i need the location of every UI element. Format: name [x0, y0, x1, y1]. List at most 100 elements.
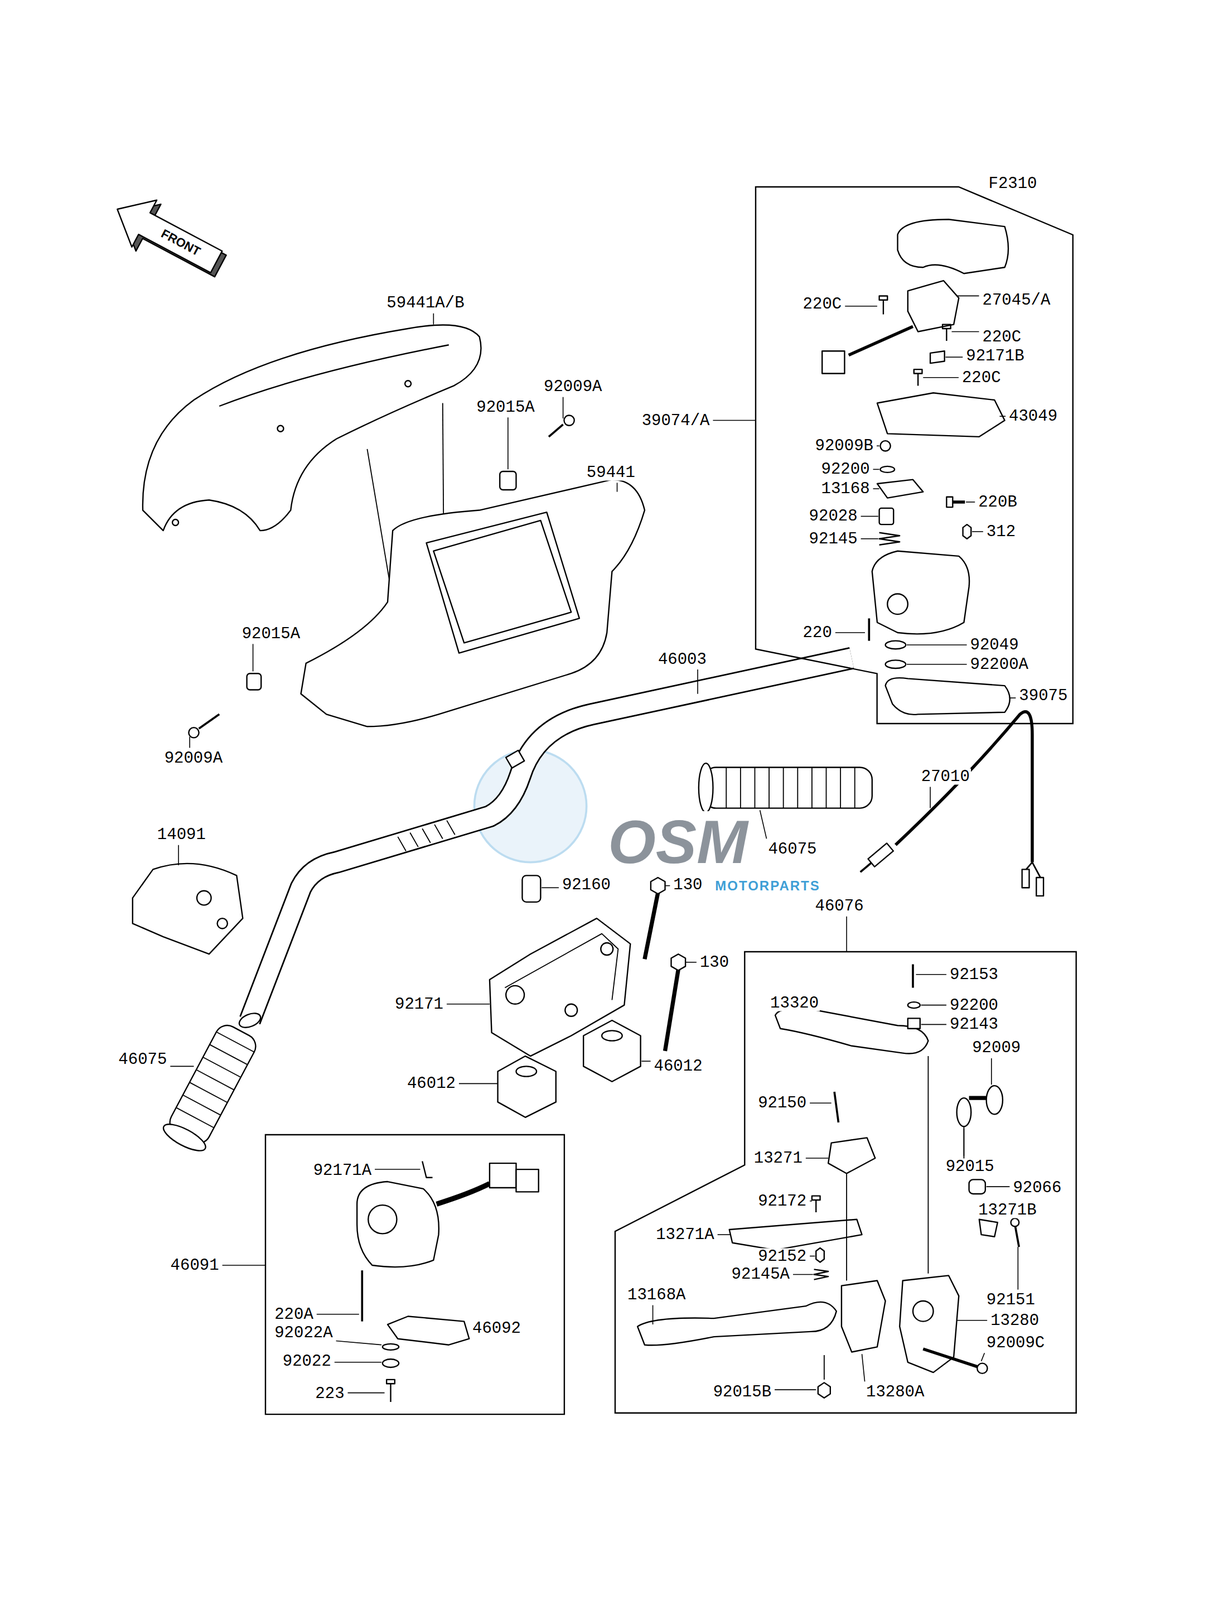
- watermark: OSM: [606, 810, 749, 873]
- leader-line: [921, 1004, 947, 1006]
- throttle-cable: [867, 842, 893, 867]
- callout-number: 130: [672, 876, 704, 893]
- lower-cover: [433, 520, 572, 643]
- lever-assembly: [1014, 1224, 1019, 1247]
- callout-number: 220A: [273, 1305, 315, 1322]
- handlebar: [505, 750, 525, 768]
- callout-number: 92172: [756, 1192, 808, 1209]
- callout-number: 92015A: [475, 398, 536, 415]
- leader-line: [906, 663, 968, 665]
- throttle-assembly: [867, 617, 870, 641]
- callout-number: 92153: [948, 965, 1000, 983]
- lever-assembly: [977, 1362, 988, 1374]
- group-leader: [712, 419, 756, 422]
- collar-and-screw: [188, 414, 574, 738]
- callout-number: 92171: [393, 995, 445, 1012]
- callout-number: 92145A: [730, 1265, 791, 1283]
- upper-cover: [172, 519, 179, 526]
- leader-line: [972, 530, 984, 533]
- clamp: [515, 1065, 537, 1076]
- frame-outline: [265, 1134, 565, 1414]
- collar-and-screw: [199, 713, 220, 729]
- switch-assembly: [387, 1315, 470, 1345]
- leader-line: [433, 313, 435, 325]
- leader-line: [922, 376, 959, 379]
- callout-number: 130: [698, 953, 731, 970]
- clamp: [489, 917, 631, 1056]
- leader-line: [809, 1101, 832, 1104]
- clamp: [505, 985, 525, 1004]
- leader-line: [1017, 1246, 1019, 1290]
- leader-line: [697, 669, 699, 694]
- grip: [698, 762, 714, 812]
- front-arrow: [108, 189, 233, 289]
- switch-assembly: [382, 1343, 399, 1350]
- leader-line: [347, 1391, 385, 1394]
- leader-line: [616, 482, 618, 492]
- throttle-assembly: [872, 550, 970, 635]
- throttle-assembly: [952, 500, 965, 504]
- collar-and-screw: [499, 471, 516, 490]
- leader-line: [562, 397, 564, 419]
- callout-number: 13271B: [977, 1201, 1038, 1218]
- leader-line: [252, 643, 254, 671]
- callout-number: 92015A: [240, 625, 302, 642]
- throttle-assembly: [930, 350, 945, 364]
- switch-assembly: [436, 1183, 490, 1205]
- clamp: [600, 942, 613, 955]
- frame-outline: [755, 186, 1073, 724]
- throttle-cable: [895, 711, 1033, 863]
- throttle-assembly: [897, 219, 1009, 274]
- bracket-14091: [196, 890, 212, 906]
- callout-number: 13280A: [864, 1383, 926, 1400]
- leader-line: [189, 736, 191, 748]
- callout-number: 46012: [405, 1075, 457, 1092]
- throttle-assembly: [879, 295, 888, 314]
- leader-line: [652, 1304, 654, 1325]
- frame-outline: [755, 186, 1073, 724]
- leader-line: [861, 538, 879, 540]
- lever-assembly: [637, 963, 1019, 1397]
- switch-assembly: [368, 1204, 397, 1234]
- grip: [703, 766, 873, 808]
- switch-assembly: [356, 1160, 539, 1402]
- lower-cover: [301, 479, 645, 727]
- callout-number: 13280: [989, 1311, 1041, 1328]
- throttle-assembly: [880, 440, 891, 451]
- handlebar: [397, 820, 455, 852]
- callout-number: 46092: [471, 1320, 522, 1337]
- collar-and-screw: [563, 414, 574, 425]
- leader-line: [844, 305, 878, 307]
- throttle-cable: [860, 862, 872, 872]
- callout-number: 46012: [653, 1057, 704, 1075]
- throttle-assembly: [877, 392, 1005, 437]
- lever-assembly: [841, 1279, 886, 1352]
- callout-number: 92009B: [814, 437, 875, 454]
- leader-line: [986, 1185, 1010, 1187]
- switch-assembly: [356, 1181, 439, 1267]
- callout-number: 312: [985, 523, 1017, 540]
- leader-line: [862, 1353, 865, 1381]
- lever-assembly: [922, 1348, 980, 1367]
- leader-line: [965, 501, 975, 503]
- throttle-assembly: [885, 659, 907, 669]
- callout-number: 39075: [1017, 687, 1069, 704]
- switch-assembly: [360, 1269, 364, 1321]
- callout-number: 223: [313, 1385, 346, 1402]
- collar-and-screw: [188, 727, 199, 738]
- bolt: [665, 969, 679, 1051]
- leader-line: [1009, 697, 1017, 699]
- throttle-cable: [857, 711, 1044, 896]
- leader-line: [717, 1233, 731, 1235]
- callout-number: 92022A: [273, 1323, 334, 1341]
- lever-assembly: [969, 1095, 988, 1100]
- grip: [160, 762, 873, 1155]
- leader-line: [956, 295, 980, 297]
- callout-number: 220C: [960, 369, 1003, 386]
- bracket-14091: [132, 863, 244, 954]
- leader-line: [458, 1083, 499, 1085]
- clamp: [601, 1030, 623, 1041]
- lever-assembly: [907, 1017, 921, 1028]
- leader-line: [170, 1065, 194, 1067]
